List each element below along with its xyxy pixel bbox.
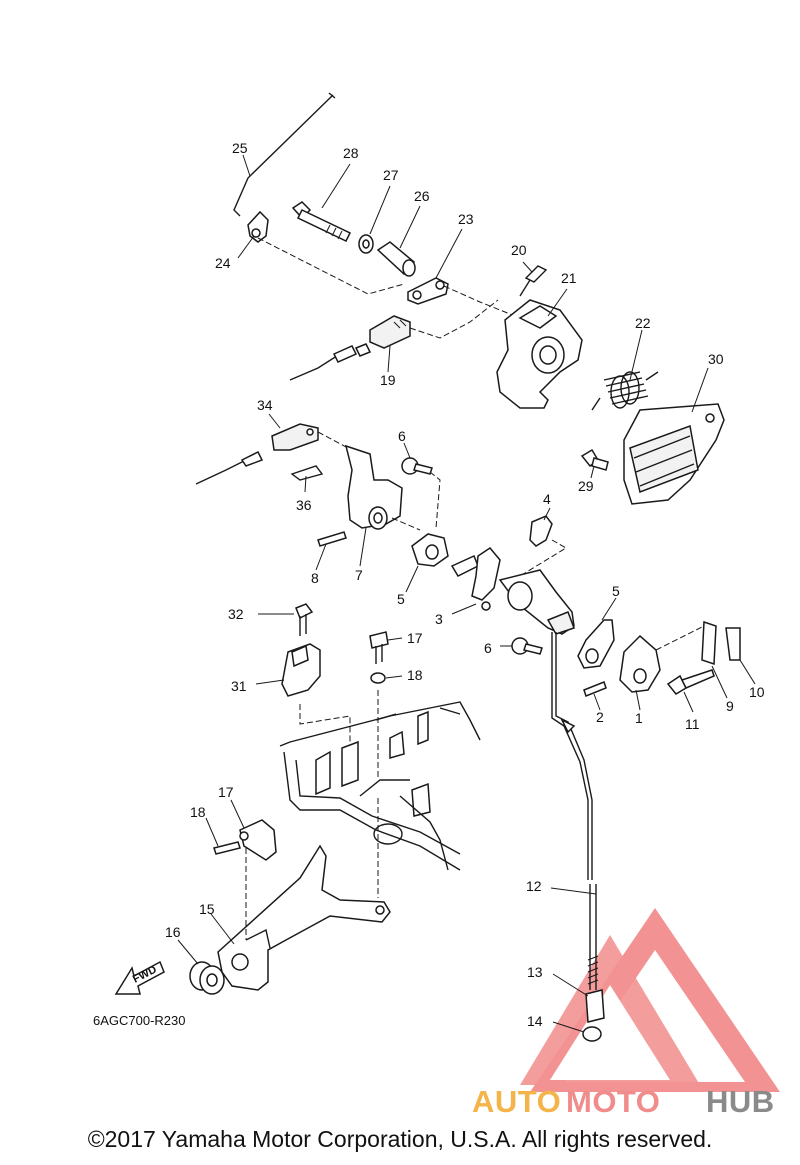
callout-16: 16 — [165, 924, 181, 940]
callout-5-lower: 5 — [612, 583, 620, 599]
rod-nut — [582, 1026, 602, 1042]
callout-23: 21 — [561, 270, 577, 286]
mounting-bracket — [623, 403, 725, 505]
callout-27: 25 — [232, 140, 248, 156]
callout-10: 10 — [749, 684, 765, 700]
callout-15: 15 — [199, 901, 215, 917]
shift-lever-link — [619, 634, 661, 693]
callout-9: 9 — [726, 698, 734, 714]
throttle-lever — [496, 299, 583, 409]
lower-casing — [279, 701, 481, 871]
throttle-link-rod — [233, 92, 336, 243]
shift-shaft — [450, 547, 575, 635]
callout-35: 34 — [257, 397, 273, 413]
flange-bolt-lower — [511, 637, 543, 655]
callout-13: 13 — [527, 964, 543, 980]
shift-rod — [551, 632, 599, 990]
callout-28: 26 — [414, 188, 430, 204]
flange-bolt-upper — [401, 457, 441, 529]
callout-8: 8 — [311, 570, 319, 586]
clip — [290, 465, 324, 481]
callout-31: 29 — [578, 478, 594, 494]
wordmark-auto: AUTO — [472, 1084, 561, 1119]
callout-17: 17 — [218, 784, 234, 800]
shift-cable-end — [195, 423, 349, 485]
torsion-spring — [591, 371, 659, 411]
forward-arrow: FWD — [114, 960, 165, 995]
shift-lever — [344, 444, 403, 530]
automotohub-watermark-logo — [520, 908, 780, 1092]
callout-30: 28 — [343, 145, 359, 161]
callout-22: 20 — [511, 242, 527, 258]
collar — [376, 241, 416, 277]
housing-bolt — [369, 631, 389, 664]
callout-6-upper: 6 — [398, 428, 406, 444]
callout-5-upper: 5 — [397, 591, 405, 607]
callout-25: 23 — [458, 211, 474, 227]
callout-18: 18 — [190, 804, 206, 820]
callout-4: 4 — [543, 491, 551, 507]
callout-6-lower: 6 — [484, 640, 492, 656]
spacer-plate — [725, 627, 741, 661]
callout-11: 11 — [685, 716, 700, 732]
cam-follower-upper — [391, 517, 449, 567]
throttle-cable-end — [289, 299, 499, 381]
cam-follower-lower — [577, 619, 615, 669]
copyright-notice: ©2017 Yamaha Motor Corporation, U.S.A. A… — [87, 1126, 713, 1152]
lever-pin — [583, 681, 607, 697]
plate — [701, 620, 717, 666]
callout-leaders — [177, 154, 756, 1033]
bolt — [291, 201, 352, 242]
wordmark-hub: HUB — [706, 1084, 775, 1119]
callout-7: 7 — [355, 567, 363, 583]
wordmark-moto: MOTO — [566, 1084, 660, 1119]
callout-29: 27 — [383, 167, 399, 183]
callout-34: 32 — [228, 606, 244, 622]
callout-3: 3 — [435, 611, 443, 627]
callout-36: 36 — [296, 497, 312, 513]
lever-bolt — [666, 669, 715, 695]
callout-20: 18 — [407, 667, 423, 683]
shift-clip — [519, 515, 567, 577]
callout-24: 22 — [635, 315, 651, 331]
callout-2: 2 — [596, 709, 604, 725]
pin — [317, 531, 347, 547]
rod-collar — [585, 989, 605, 1023]
bracket-bolt — [580, 448, 609, 471]
diagram-code: 6AGC700-R230 — [93, 1013, 186, 1028]
link-plate — [407, 277, 449, 305]
callout-12: 12 — [526, 878, 542, 894]
callout-19: 17 — [407, 630, 423, 646]
automotohub-wordmark: AUTO MOTO HUB — [472, 1084, 775, 1119]
washer — [358, 234, 374, 254]
callout-26: 24 — [215, 255, 231, 271]
shift-bracket — [217, 844, 391, 991]
callout-32: 30 — [708, 351, 724, 367]
callout-numbers: 25 24 28 27 26 23 20 21 22 30 19 29 34 3… — [93, 140, 765, 1029]
callout-14: 14 — [527, 1013, 543, 1029]
clip-pin — [213, 841, 241, 855]
housing-washer — [370, 672, 386, 684]
link-clip — [239, 819, 277, 861]
grommet — [189, 961, 225, 995]
callout-33: 31 — [231, 678, 247, 694]
callout-21: 19 — [380, 372, 396, 388]
holder-bolt — [295, 603, 314, 636]
callout-1: 1 — [635, 710, 643, 726]
cable-holder — [281, 643, 321, 697]
cotter-pin — [519, 265, 548, 297]
